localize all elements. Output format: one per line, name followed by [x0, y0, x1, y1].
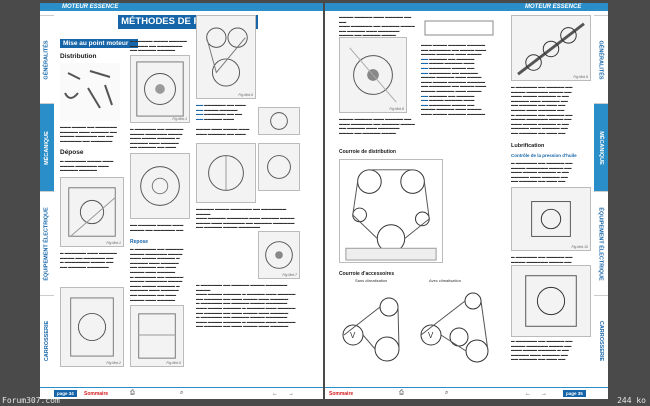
figure-mot-1: Fig.Mot.1 [60, 177, 124, 247]
tab-generalites[interactable]: GÉNÉRALITÉS [40, 15, 54, 103]
middle-text-block: ▬ ▬▬▬▬▬ ▬▬▬▬ ▬▬▬▬▬▬▬▬▬▬ ▬▬ ▬▬▬▬▬▬▬▬▬ ▬▬▬… [130, 39, 187, 53]
prev-arrow-icon[interactable]: ← [272, 391, 278, 397]
figure-mot-6 [196, 143, 256, 203]
left-header-bar: MOTEUR ESSENCE [40, 3, 323, 11]
next-arrow-icon-right[interactable]: → [541, 391, 547, 397]
binoculars-icon[interactable]: ⌕ [180, 390, 184, 396]
subsection-distribution: Distribution [60, 53, 97, 60]
subsection-repose: Repose [130, 239, 149, 245]
print-icon-right[interactable]: ⎙ [399, 390, 404, 396]
left-side-tabs: GÉNÉRALITÉS MÉCANIQUE ÉQUIPEMENT ÉLECTRI… [40, 15, 54, 385]
figure-mot-3: Fig.Mot.3 [130, 55, 190, 123]
next-arrow-icon[interactable]: → [288, 391, 294, 397]
forum-watermark: Forum307.com [2, 396, 60, 405]
intro-text-block: ▬▬▬ ▬▬▬▬ ▬▬ ▬▬▬▬▬▬▬▬▬▬▬ ▬▬▬ ▬▬▬▬▬ ▬▬▬▬▬▬… [60, 125, 117, 143]
tab-equipement-electrique-right[interactable]: ÉQUIPEMENT ÉLECTRIQUE [594, 191, 608, 295]
figure-mot-9: Fig.Mot.9 [511, 15, 591, 81]
tools-figure [60, 63, 120, 121]
figure-oil-pressure [511, 265, 591, 337]
file-size-label: 244 ko [617, 396, 646, 405]
right-col-text-1: ▬▬ ▬▬▬▬▬▬ ▬▬ ▬▬▬▬▬ ▬▬▬▬ ▬▬▬▬▬▬▬ ▬▬▬▬▬▬ ▬… [196, 103, 246, 121]
tab-generalites-right[interactable]: GÉNÉRALITÉS [594, 15, 608, 103]
repose-text-block: ▬ ▬▬▬▬▬▬ ▬▬ ▬▬▬▬▬▬▬▬▬ ▬▬▬▬▬▬ ▬▬▬▬▬▬▬ ▬▬▬… [130, 247, 184, 302]
subsection-courroie-distribution: Courroie de distribution [339, 149, 396, 155]
figure-small-1 [258, 107, 300, 135]
left-header-text: MOTEUR ESSENCE [62, 4, 119, 10]
right-col-text-3: ▬▬▬▬▬ ▬▬▬▬ ▬▬▬▬▬▬ ▬▬ ▬▬▬▬▬▬▬ ▬▬▬▬▬▬▬ ▬▬▬… [196, 207, 295, 230]
figure-mot-5: Fig.Mot.5 [130, 305, 184, 367]
figure-mot-7: Fig.Mot.7 [258, 231, 300, 279]
right-col-text-4: ▬ ▬▬▬▬▬▬ ▬▬ ▬▬▬▬▬ ▬▬▬▬ ▬▬▬▬▬▬ ▬▬▬▬▬▬▬ ▬▬… [196, 283, 296, 329]
right-header-text: MOTEUR ESSENCE [525, 4, 582, 10]
right-side-tabs: GÉNÉRALITÉS MÉCANIQUE ÉQUIPEMENT ÉLECTRI… [594, 15, 608, 385]
figure-mot-4 [130, 153, 190, 219]
tab-carrosserie-right[interactable]: CARROSSERIE [594, 295, 608, 385]
right-page-number: page 35 [563, 390, 586, 397]
sommaire-link-right[interactable]: Sommaire [329, 391, 354, 397]
tab-mecanique[interactable]: MÉCANIQUE [40, 103, 54, 191]
figure-mot-2: Fig.Mot.2 [60, 287, 124, 367]
right-footer: Sommaire ⎙ ⌕ ← → page 35 [325, 387, 608, 399]
left-page: MOTEUR ESSENCE MÉTHODES DE RÉPARATION GÉ… [40, 3, 323, 399]
tab-mecanique-right[interactable]: MÉCANIQUE [594, 103, 608, 191]
subsection-courroie-accessoires: Courroie d'accessoires [339, 271, 395, 277]
subsection-pression-huile: Contrôle de la pression d'huile [511, 153, 577, 158]
right-header-bar: MOTEUR ESSENCE [325, 3, 608, 11]
label-avec-clim: Avec climatisation [429, 278, 461, 283]
tab-equipement-electrique[interactable]: ÉQUIPEMENT ÉLECTRIQUE [40, 191, 54, 295]
middle-text-block-2: ▬ ▬▬▬▬▬▬ ▬▬ ▬▬▬▬▬▬▬▬▬ ▬▬▬▬▬▬ ▬▬▬▬▬▬▬ ▬▬▬… [130, 127, 184, 150]
right-col-text-2: ▬▬▬▬ ▬▬▬ ▬▬▬▬ ▬▬▬▬▬▬ ▬▬▬▬▬ ▬▬ ▬▬▬ [196, 127, 250, 136]
figure-engine-overview: Fig.Mot.6 [196, 15, 256, 99]
svg-text:V: V [350, 331, 356, 340]
depose-text-block-2: ▬ ▬▬▬▬▬▬ ▬▬▬ ▬▬▬▬▬▬▬▬▬ ▬▬ ▬▬▬▬▬▬ ▬▬▬ ▬▬▬… [60, 251, 117, 269]
prev-arrow-icon-right[interactable]: ← [525, 391, 531, 397]
section-heading: Mise au point moteur [60, 39, 138, 48]
accessories-belt-no-ac: V [339, 287, 413, 367]
right-col1-text-1: ▬▬▬▬ ▬▬▬▬▬ ▬▬▬ ▬▬▬▬▬ ▬▬ ▬▬▬▬▬ ▬▬▬▬▬▬ ▬▬ … [339, 15, 415, 38]
right-col2-text-1: ▬▬▬ ▬▬▬▬ ▬▬▬▬▬ ▬▬▬▬▬▬▬ ▬▬▬▬▬▬ ▬▬ ▬▬▬▬ ▬▬… [421, 43, 487, 116]
subsection-depose: Dépose [60, 149, 84, 156]
tab-carrosserie[interactable]: CARROSSERIE [40, 295, 54, 385]
depose-text-block: ▬ ▬▬▬▬▬▬ ▬▬▬▬ ▬▬▬▬▬▬▬ ▬▬▬▬▬▬ ▬▬▬▬▬▬▬▬ ▬▬… [60, 159, 114, 173]
label-sans-clim: Sans climatisation [355, 278, 388, 283]
print-icon[interactable]: ⎙ [130, 390, 135, 396]
left-footer: page 34 Sommaire ⎙ ⌕ ← → [40, 387, 323, 399]
svg-text:V: V [428, 331, 434, 340]
right-col3-text-2: ▬ ▬▬▬▬▬▬ ▬▬ ▬▬▬▬▬ ▬▬▬▬▬▬ ▬▬▬▬▬▬ ▬▬▬▬ ▬▬▬… [511, 161, 573, 184]
right-col1-text-2: ▬▬▬▬ ▬▬▬▬▬ ▬▬▬ ▬▬▬▬▬ ▬▬▬▬▬ ▬▬▬▬▬▬ ▬▬ ▬▬▬… [339, 117, 415, 135]
subsection-lubrification: Lubrification [511, 143, 545, 149]
figure-mot-10: Fig.Mot.10 [511, 187, 591, 251]
timing-belt-diagram [339, 159, 443, 263]
sommaire-link-left[interactable]: Sommaire [84, 391, 109, 397]
middle-text-block-3: ▬▬ ▬▬▬▬▬ ▬▬▬▬ ▬▬▬▬▬▬▬ ▬▬ ▬▬▬▬▬▬ ▬▬ [130, 223, 184, 232]
binoculars-icon-right[interactable]: ⌕ [445, 390, 449, 396]
right-col3-text-4: ▬ ▬▬▬▬▬▬ ▬▬ ▬▬▬▬▬ ▬▬▬▬▬▬ ▬▬▬▬▬▬ ▬▬▬▬ ▬▬▬… [511, 339, 573, 362]
figure-pulley-top [421, 17, 497, 39]
right-col3-text-3: ▬ ▬▬▬▬▬▬ ▬▬ ▬▬▬▬▬ ▬▬▬▬▬▬ ▬▬▬▬▬▬ ▬▬▬▬ ▬▬ [511, 255, 573, 264]
accessories-belt-with-ac: V [419, 287, 493, 367]
figure-small-2 [258, 143, 300, 191]
right-page: MOTEUR ESSENCE GÉNÉRALITÉS MÉCANIQUE ÉQU… [325, 3, 608, 399]
right-col3-text-1: ▬ ▬▬▬▬▬▬ ▬▬ ▬▬▬▬▬ ▬▬▬▬▬▬ ▬▬▬▬▬▬ ▬▬▬▬ ▬▬▬… [511, 85, 573, 135]
left-page-number: page 34 [54, 390, 77, 397]
figure-mot-8: Fig.Mot.8 [339, 37, 407, 113]
